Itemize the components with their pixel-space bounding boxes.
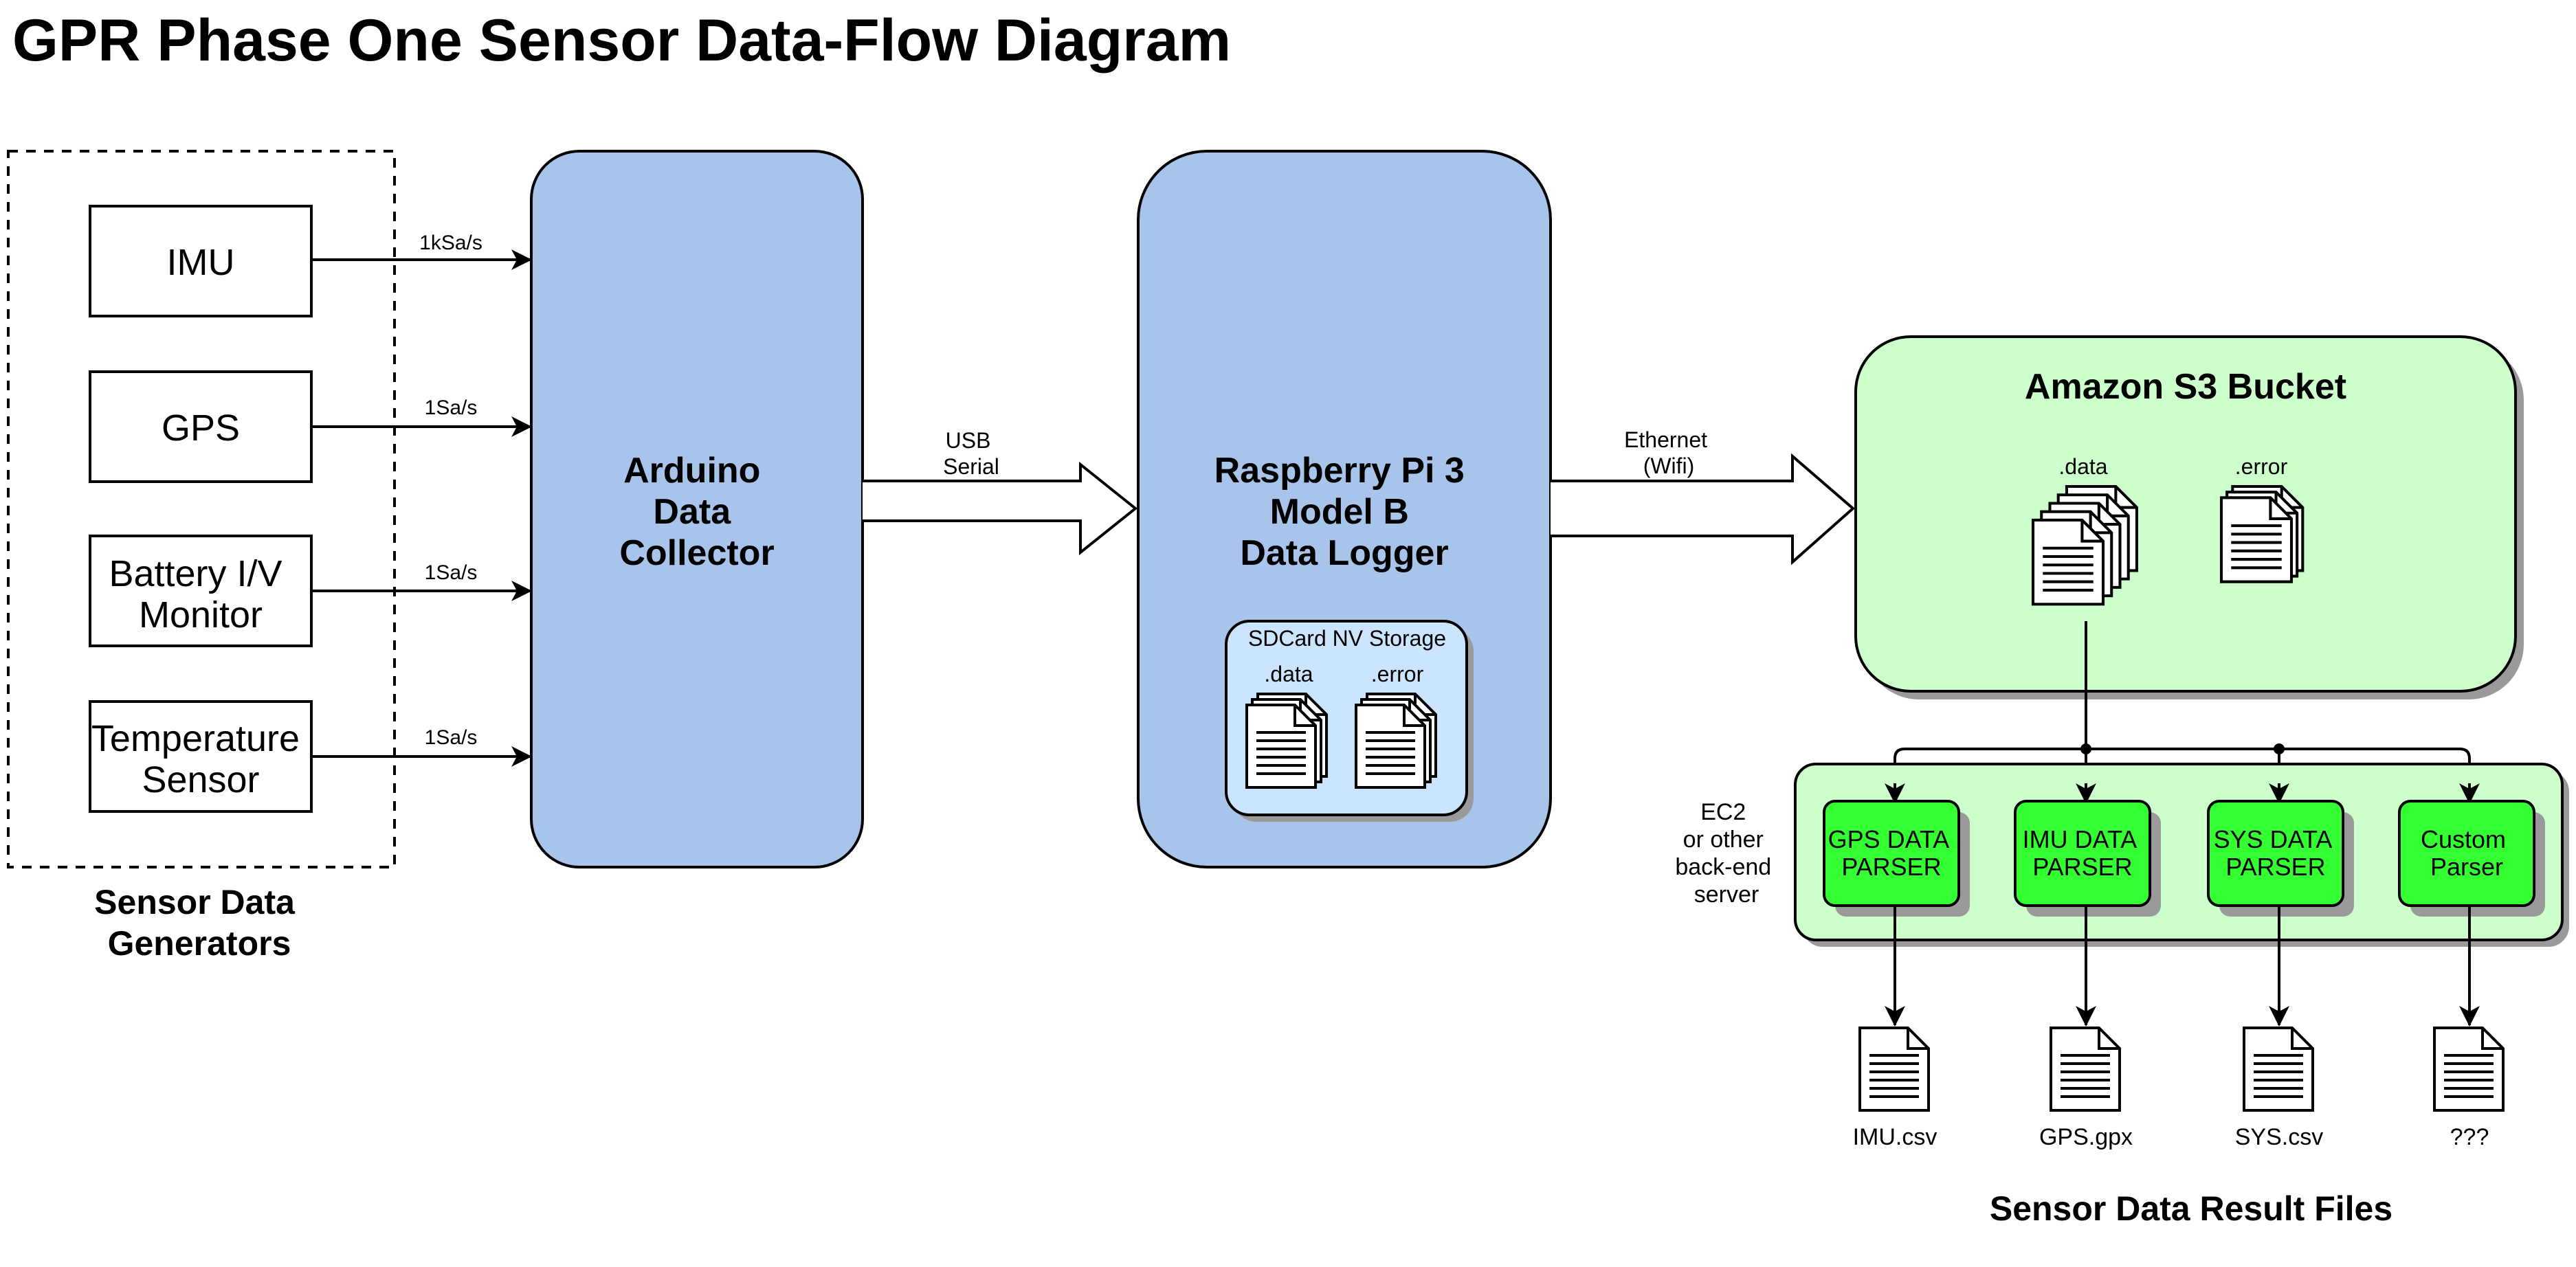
sensor-box-imu xyxy=(89,205,313,317)
diagram-title: GPR Phase One Sensor Data-Flow Diagram xyxy=(12,8,1231,74)
result-file-label-unknown: ??? xyxy=(2450,1124,2489,1150)
result-file-icon-gps xyxy=(2050,1027,2121,1112)
usb-serial-label: USB Serial xyxy=(943,428,999,479)
parser-gps-label: GPS DATA PARSER xyxy=(1828,825,1955,881)
s3-bucket-label: Amazon S3 Bucket xyxy=(2025,367,2346,407)
parser-imu: IMU DATA PARSER xyxy=(2014,800,2161,917)
sdcard-data-file-icon xyxy=(1245,693,1328,789)
parser-distribution-line xyxy=(1894,748,2471,800)
server-container xyxy=(1794,763,2564,941)
result-file-label-imu: IMU.csv xyxy=(1853,1124,1937,1150)
s3-bucket-box xyxy=(1854,335,2517,693)
parser-custom-label: Custom Parser xyxy=(2421,825,2513,881)
s3-file-label-error: .error xyxy=(2235,454,2288,479)
result-file-label-gps: GPS.gpx xyxy=(2039,1124,2133,1150)
rate-label-gps: 1Sa/s xyxy=(425,396,478,419)
sdcard-error-file-icon xyxy=(1355,693,1437,789)
server-label: EC2 or other back-end server xyxy=(1675,799,1777,908)
rate-label-temperature: 1Sa/s xyxy=(425,726,478,749)
rate-label-battery: 1Sa/s xyxy=(425,561,478,584)
sdcard-file-label-error: .error xyxy=(1371,662,1424,686)
sensor-group-label: Sensor Data Generators xyxy=(94,883,304,963)
usb-serial-arrow xyxy=(863,461,1138,556)
sensor-group-boundary xyxy=(7,150,396,868)
sensor-box-gps xyxy=(89,370,313,483)
sensor-label-temperature: Temperature Sensor xyxy=(91,718,310,800)
s3-file-label-data: .data xyxy=(2058,454,2107,479)
sensor-label-imu: IMU xyxy=(167,242,235,283)
ethernet-label: Ethernet (Wifi) xyxy=(1624,427,1713,478)
results-heading: Sensor Data Result Files xyxy=(1990,1189,2392,1228)
sensor-box-battery xyxy=(89,535,313,647)
raspberry-pi-label: Raspberry Pi 3 Model B Data Logger xyxy=(1214,451,1475,573)
parser-custom: Custom Parser xyxy=(2398,800,2545,917)
junction-dot-2 xyxy=(2274,743,2285,754)
junction-dot-1 xyxy=(2080,743,2091,754)
result-file-icon-sys xyxy=(2243,1027,2314,1112)
parser-sys-label: SYS DATA PARSER xyxy=(2214,825,2338,881)
arduino-label: Arduino Data Collector xyxy=(619,451,774,573)
result-file-icon-unknown xyxy=(2433,1027,2505,1112)
sdcard-file-label-data: .data xyxy=(1264,662,1313,686)
sensor-box-temperature xyxy=(89,700,313,813)
s3-error-files-icon xyxy=(2221,486,2302,582)
ethernet-arrow xyxy=(1551,453,1856,565)
sensor-label-gps: GPS xyxy=(162,407,240,449)
s3-data-files-icon xyxy=(2033,486,2137,604)
sensor-label-battery: Battery I/V Monitor xyxy=(109,553,292,636)
parser-sys: SYS DATA PARSER xyxy=(2207,800,2354,917)
parser-gps: GPS DATA PARSER xyxy=(1823,800,1970,917)
rate-label-imu: 1kSa/s xyxy=(419,232,482,254)
result-file-icon-imu xyxy=(1858,1027,1930,1112)
parser-imu-label: IMU DATA PARSER xyxy=(2023,825,2143,881)
result-file-label-sys: SYS.csv xyxy=(2235,1124,2323,1150)
sdcard-storage-label: SDCard NV Storage xyxy=(1248,626,1446,651)
